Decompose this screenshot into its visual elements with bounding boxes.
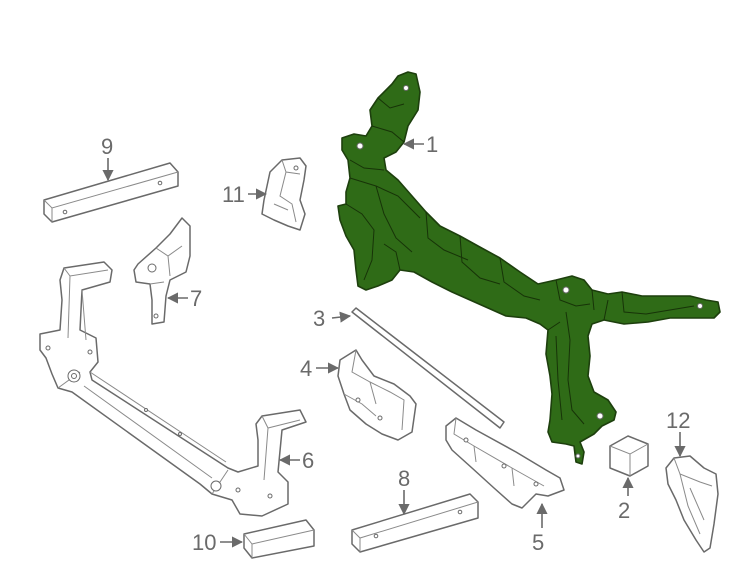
part-10-block[interactable] <box>243 519 315 559</box>
part-4-bracket[interactable] <box>337 349 417 441</box>
callout-3: 3 <box>313 306 352 331</box>
callout-5: 5 <box>532 502 548 555</box>
callout-6: 6 <box>278 448 314 473</box>
part-5-bracket[interactable] <box>445 417 565 509</box>
part-6-lower-tie-bar[interactable] <box>39 261 307 517</box>
part-7-bracket[interactable] <box>133 217 191 325</box>
part-11-bracket[interactable] <box>261 157 307 231</box>
callout-3-label: 3 <box>313 306 325 331</box>
part-12-panel[interactable] <box>665 455 719 553</box>
callout-4: 4 <box>300 356 340 381</box>
callout-7-label: 7 <box>190 286 202 311</box>
part-3-rod[interactable] <box>351 307 505 429</box>
callout-10-label: 10 <box>192 530 216 555</box>
part-2-block[interactable] <box>609 435 649 477</box>
callout-7: 7 <box>166 286 202 311</box>
callout-1: 1 <box>402 132 438 157</box>
callout-2-label: 2 <box>618 498 630 523</box>
part-8-rail[interactable] <box>351 493 479 553</box>
callout-9: 9 <box>101 134 114 182</box>
callout-12: 12 <box>666 408 690 458</box>
callout-6-label: 6 <box>302 448 314 473</box>
callout-1-label: 1 <box>426 132 438 157</box>
callout-11: 11 <box>222 182 268 207</box>
part-9-rail[interactable] <box>43 162 179 223</box>
callout-9-label: 9 <box>101 134 113 159</box>
part-1-radiator-support[interactable] <box>337 71 721 465</box>
callout-2: 2 <box>618 476 634 523</box>
callout-4-label: 4 <box>300 356 312 381</box>
callout-11-label: 11 <box>222 182 245 207</box>
callout-10: 10 <box>192 530 244 555</box>
callout-12-label: 12 <box>666 408 690 433</box>
callout-8-label: 8 <box>398 466 410 491</box>
callout-5-label: 5 <box>532 530 544 555</box>
callout-8: 8 <box>398 466 410 516</box>
